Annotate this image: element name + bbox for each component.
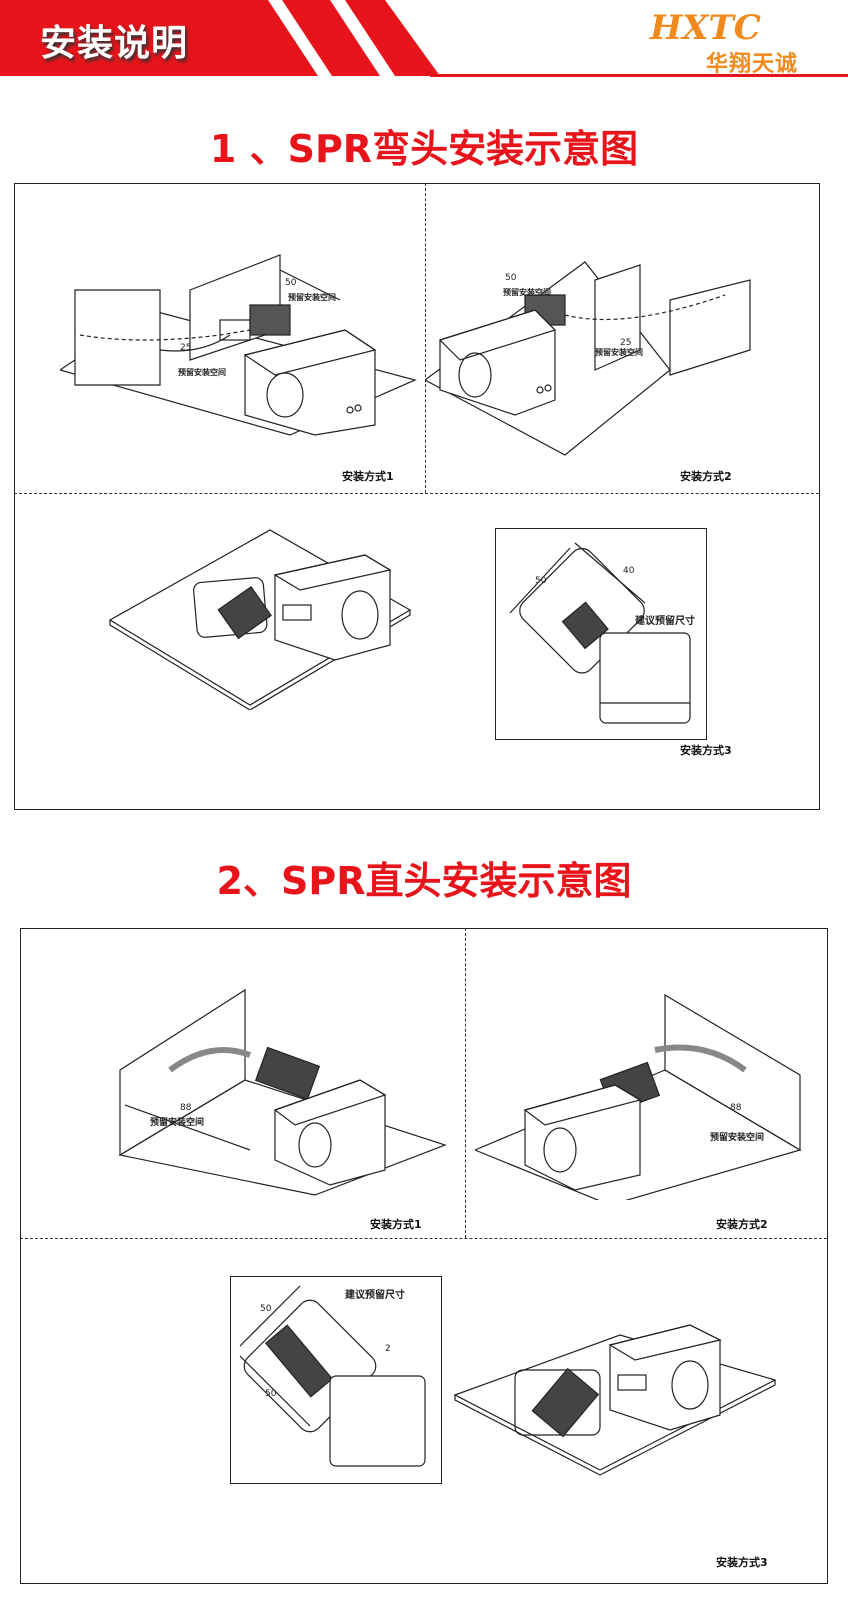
logo-name: 华翔天诚 [706,52,799,77]
s2-method2-drawing: 88 预留安装空间 [475,993,802,1200]
logo-script: HXTC [650,8,761,48]
section2-panel [20,928,828,1584]
dimension-label: 25 [620,338,631,348]
dimension-note: 建议预留尺寸 [344,1288,405,1301]
dimension-note: 预留安装空间 [178,367,226,377]
dimension-note: 预留安装空间 [288,292,336,302]
s2-method3-drawing: 50 50 2 建议预留尺寸 [239,1285,426,1467]
dimension-note: 预留安装空间 [503,287,551,297]
section1-title: 1 、SPR弯头安装示意图 [209,127,639,171]
dimension-label: 50 [535,576,547,586]
s1-method3-iso-drawing [108,529,412,710]
dimension-label: 50 [260,1304,272,1314]
header-stripes [0,0,848,77]
s2-method1-drawing: 88 预留安装空间 [118,988,447,1196]
dimension-label: 50 [505,273,517,283]
divider [425,183,426,493]
s1-method1-label: 安装方式1 [342,470,394,483]
dimension-note: 预留安装空间 [595,347,643,357]
section1-panel [14,183,820,810]
s1-method3-drawing: 50 40 建议预留尺寸 [509,542,695,724]
dimension-note: 预留安装空间 [710,1131,764,1143]
brand-logo: HXTC 华翔天诚 [640,8,840,78]
page-title: 安装说明 [40,23,189,64]
divider [465,928,466,1238]
s1-method3-label: 安装方式3 [680,744,732,757]
dimension-label: 50 [285,278,297,288]
s2-method2-label: 安装方式2 [716,1218,768,1231]
dimension-label: 88 [180,1103,192,1113]
header-banner: 安装说明 HXTC 华翔天诚 [0,0,848,82]
s2-method3-label: 安装方式3 [716,1556,768,1569]
dimension-label: 40 [623,566,635,576]
s1-method2-label: 安装方式2 [680,470,732,483]
s1-method1-drawing: 50 预留安装空间 25 预留安装空间 [60,254,417,436]
dimension-label: 88 [730,1103,742,1113]
s2-method3-iso-drawing [453,1324,777,1476]
dimension-label: 50 [265,1389,277,1399]
dimension-note: 建议预留尺寸 [634,614,695,627]
s2-method1-label: 安装方式1 [370,1218,422,1231]
s1-method3-detail-box [495,528,707,740]
dimension-label: 25 [180,343,191,353]
divider [20,1238,827,1239]
divider [14,493,819,494]
s2-method3-detail-box [230,1276,442,1484]
dimension-note: 预留安装空间 [150,1116,204,1128]
s1-method2-drawing: 50 预留安装空间 25 预留安装空间 [425,261,751,456]
section2-title: 2、SPR直头安装示意图 [216,859,632,903]
dimension-label: 2 [385,1344,391,1354]
